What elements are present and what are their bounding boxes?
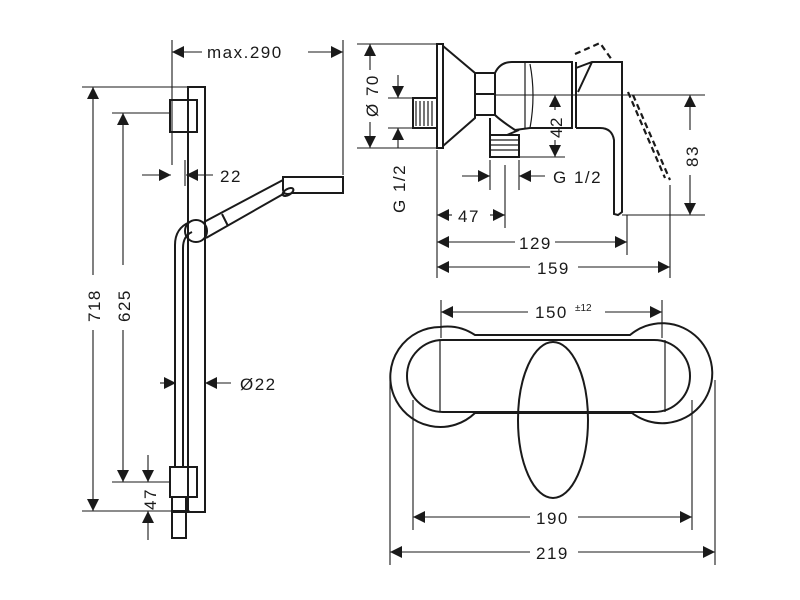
bottom-offset-label: 47 (141, 488, 160, 510)
hose-end (171, 511, 187, 539)
slider-knob (184, 219, 208, 243)
mixer-front-drawing: 150 ±12 190 219 (389, 300, 716, 565)
lever-handle (575, 61, 623, 217)
lever-open-position (626, 91, 672, 181)
inlet-thread (412, 97, 438, 129)
shower-rail-drawing: max.290 718 625 47 22 Ø22 (82, 40, 344, 540)
height-83-label: 83 (683, 145, 702, 167)
bracket-spacing-label: 625 (115, 289, 134, 322)
bottom-bracket (169, 466, 198, 498)
outlet-thread-label: G 1/2 (553, 168, 602, 187)
outlet-thread (489, 134, 520, 158)
shower-handle (203, 179, 286, 239)
rail-bar (187, 86, 206, 513)
shower-head-nozzle (281, 187, 295, 197)
centres-tolerance-label: ±12 (575, 303, 592, 314)
shower-head (282, 176, 344, 195)
nut (474, 72, 496, 116)
depth-47-label: 47 (458, 207, 480, 226)
lever-open-position-top (574, 41, 613, 61)
height-42-label: 42 (547, 116, 566, 138)
escutcheons-outline (389, 322, 714, 428)
width-190-label: 190 (536, 509, 569, 528)
depth-129-label: 129 (519, 234, 552, 253)
top-bracket (169, 99, 198, 133)
mixer-side-drawing: Ø 70 G 1/2 42 83 G 1/2 47 129 159 (357, 41, 705, 278)
rail-diameter-label: Ø22 (240, 375, 277, 394)
flange-cone (442, 45, 476, 147)
max-reach-label: max.290 (207, 43, 283, 62)
centres-label: 150 (535, 303, 568, 322)
depth-159-label: 159 (537, 259, 570, 278)
flange-diameter-label: Ø 70 (363, 74, 382, 117)
mixer-body (494, 61, 573, 132)
hose-inner (182, 231, 193, 467)
rail-offset-label: 22 (220, 167, 242, 186)
inlet-thread-label: G 1/2 (390, 164, 409, 213)
lever-front (517, 341, 589, 499)
width-219-label: 219 (536, 544, 569, 563)
mixer-body-front (406, 339, 691, 413)
hose-connector (171, 496, 187, 512)
flange (436, 43, 444, 149)
outlet-elbow (489, 118, 520, 136)
total-height-label: 718 (85, 289, 104, 322)
